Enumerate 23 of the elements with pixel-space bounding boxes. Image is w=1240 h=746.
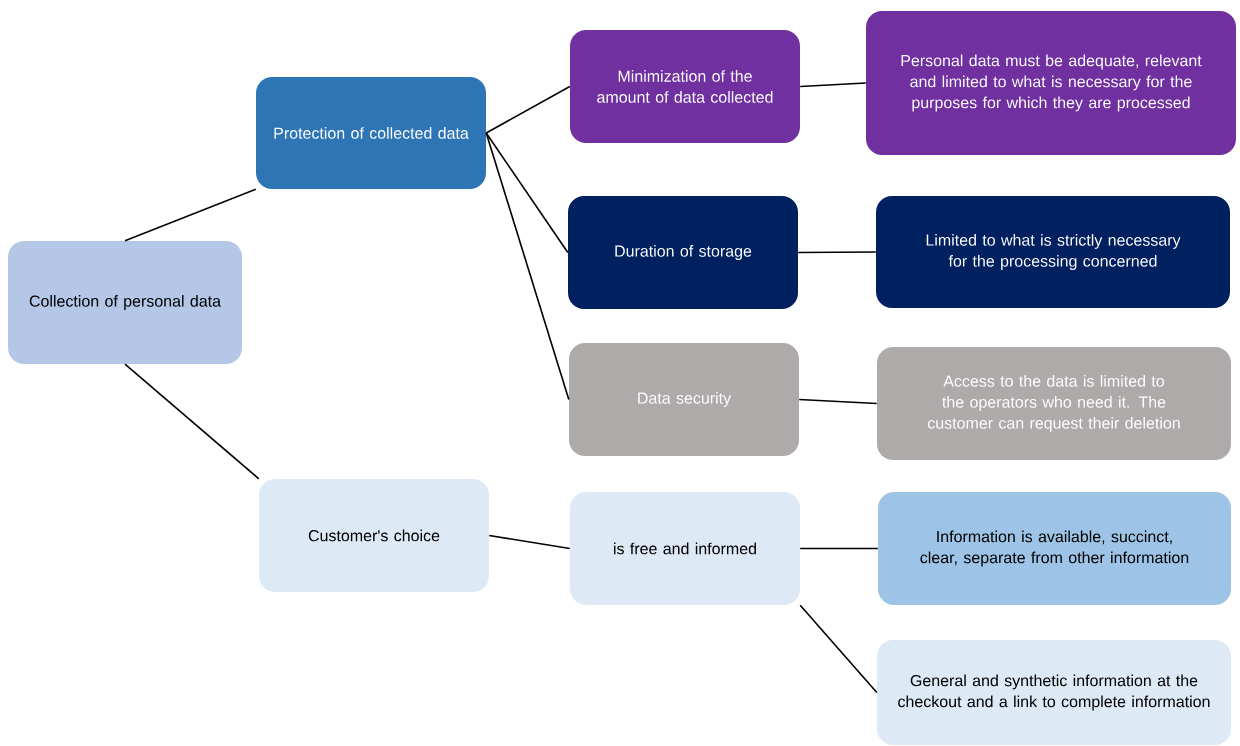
process-box: Customer's choice	[259, 479, 489, 592]
process-box: Protection of collected data	[256, 77, 486, 189]
process-box: Personal data must be adequate, relevant and limited to what is necessary for the purposes for which they are processed	[866, 11, 1236, 155]
connector-line	[485, 132, 570, 401]
connector-line	[798, 398, 878, 405]
process-box: Limited to what is strictly necessary for the processing concerned	[876, 196, 1230, 308]
connector-line	[797, 251, 877, 254]
process-box: Data security	[569, 343, 799, 456]
process-box: is free and informed	[570, 492, 800, 605]
connector-line	[124, 188, 257, 242]
connector-line	[485, 85, 571, 134]
process-box: Collection of personal data	[8, 241, 242, 364]
connector-line	[124, 363, 260, 480]
process-box: Duration of storage	[568, 196, 798, 309]
connector-line	[488, 534, 571, 550]
process-box: General and synthetic information at the checkout and a link to complete information	[877, 640, 1231, 745]
process-box: Access to the data is limited to the operators who need it. The customer can request their deletion	[877, 347, 1231, 460]
connector-line	[799, 82, 867, 88]
process-box: Minimization of the amount of data collected	[570, 30, 800, 143]
connector-line	[485, 132, 569, 254]
process-box: Information is available, succinct, clear, separate from other information	[878, 492, 1231, 605]
connector-line	[799, 547, 879, 550]
connector-line	[799, 604, 878, 694]
